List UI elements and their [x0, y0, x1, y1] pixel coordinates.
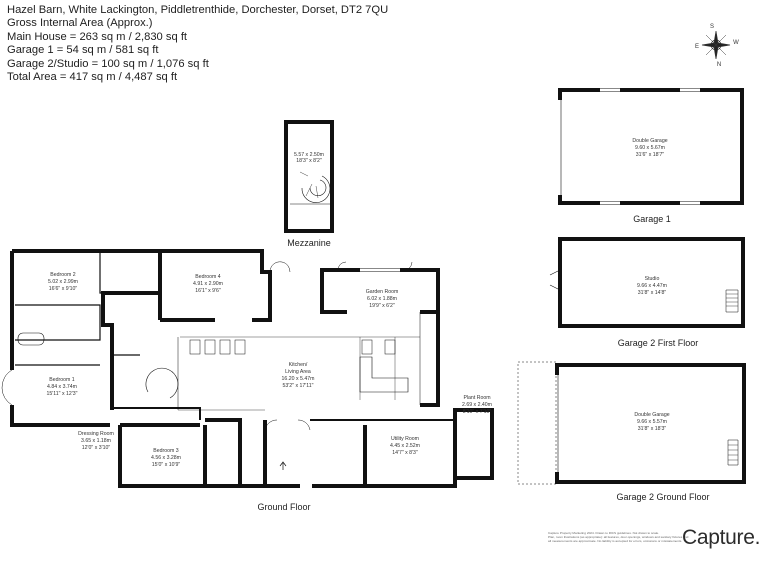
disclaimer: Capture Property Marketing 2024. Drawn t… [548, 531, 728, 543]
garage1-area: Garage 1 = 54 sq m / 581 sq ft [7, 44, 159, 57]
disclaimer-line-3: all measurements are approximate. No lia… [548, 539, 683, 543]
plant-room-dims: 2.69 x 2.40m [462, 402, 492, 408]
bedroom3-imperial: 15'0" x 10'9" [152, 462, 181, 468]
kitchen-dims: 16.20 x 5.47m [282, 376, 315, 382]
plant-room-imperial: 8'10" x 7'10" [463, 409, 492, 415]
capture-logo: Capture. [682, 526, 760, 550]
garden-room-imperial: 19'9" x 6'2" [369, 303, 395, 309]
garage1-caption: Garage 1 [633, 214, 671, 224]
garage2-area: Garage 2/Studio = 100 sq m / 1,076 sq ft [7, 57, 209, 70]
garage2-room-imperial: 31'8" x 18'3" [638, 426, 667, 432]
garage2-ground-floor-caption: Garage 2 Ground Floor [616, 492, 709, 502]
ground-floor-internal-walls [15, 251, 421, 411]
gross-internal-area-label: Gross Internal Area (Approx.) [7, 17, 153, 30]
studio-name: Studio [645, 276, 660, 282]
garage2-first-floor-plan [549, 237, 745, 328]
garage2-first-floor-caption: Garage 2 First Floor [618, 338, 699, 348]
disclaimer-line-1: Capture Property Marketing 2024. Drawn t… [548, 531, 660, 535]
bedroom4-dims: 4.91 x 2.90m [193, 281, 223, 287]
studio-dims: 9.66 x 4.47m [637, 283, 667, 289]
mezzanine-caption: Mezzanine [287, 238, 331, 248]
kitchen-name: Kitchen/ [289, 362, 308, 368]
utility-room-dims: 4.45 x 2.52m [390, 443, 420, 449]
utility-room-name: Utility Room [391, 436, 419, 442]
bedroom2-name: Bedroom 2 [50, 272, 75, 278]
studio-imperial: 31'8" x 14'8" [638, 290, 667, 296]
disclaimer-line-2: Plan, room illustrations (as appropriate… [548, 535, 689, 539]
entrance-arrow-icon [279, 461, 287, 470]
bedroom3-dims: 4.56 x 3.28m [151, 455, 181, 461]
bedroom2-dims: 5.02 x 2.99m [48, 279, 78, 285]
garden-room-dims: 6.02 x 1.88m [367, 296, 397, 302]
kitchen-name-2: Living Area [285, 369, 311, 375]
plan-header: Hazel Barn, White Lackington, Piddletren… [7, 4, 388, 84]
compass-n: N [717, 62, 721, 68]
logo-dot: . [754, 526, 761, 549]
bedroom4-name: Bedroom 4 [195, 274, 220, 280]
garage1-room-dims: 9.60 x 5.67m [635, 145, 665, 151]
utility-room-imperial: 14'7" x 8'3" [392, 450, 418, 456]
dressing-room-name: Dressing Room [78, 431, 114, 437]
bedroom3-name: Bedroom 3 [153, 448, 178, 454]
bedroom1-dims: 4.84 x 3.74m [47, 384, 77, 390]
garage1-plan [558, 88, 744, 205]
door-swings [1, 261, 413, 431]
compass-e: E [695, 44, 699, 50]
garage2-room-name: Double Garage [634, 412, 669, 418]
main-house-area: Main House = 263 sq m / 2,830 sq ft [7, 30, 188, 43]
plant-room-name: Plant Room [463, 395, 490, 401]
bath-icon [17, 332, 45, 346]
compass-w: W [733, 40, 739, 46]
address-line: Hazel Barn, White Lackington, Piddletren… [7, 4, 389, 16]
bedroom2-imperial: 16'6" x 9'10" [49, 286, 78, 292]
garage1-room-imperial: 31'6" x 18'7" [636, 152, 665, 158]
garage2-ground-floor-plan [517, 361, 746, 485]
ground-floor-plan [10, 249, 494, 489]
dressing-room-imperial: 12'0" x 3'10" [82, 445, 111, 451]
mezzanine-dims: 5.57 x 2.50m [294, 152, 324, 158]
dressing-room-dims: 3.65 x 1.18m [81, 438, 111, 444]
mezzanine-plan [284, 120, 334, 233]
ground-floor-caption: Ground Floor [257, 502, 310, 512]
compass-icon [701, 30, 731, 60]
kitchen-imperial: 53'2" x 17'11" [283, 383, 314, 389]
compass-s: S [710, 24, 714, 30]
mezzanine-imperial: 18'3" x 8'2" [296, 158, 322, 164]
bedroom4-imperial: 16'1" x 9'6" [195, 288, 221, 294]
garage2-room-dims: 9.66 x 5.57m [637, 419, 667, 425]
garden-room-name: Garden Room [366, 289, 399, 295]
spiral-stair [145, 367, 179, 399]
bedroom1-imperial: 15'11" x 12'3" [47, 391, 78, 397]
kitchen-island [359, 356, 409, 393]
bedroom1-name: Bedroom 1 [49, 377, 74, 383]
garage1-room-name: Double Garage [632, 138, 667, 144]
total-area: Total Area = 417 sq m / 4,487 sq ft [7, 71, 178, 84]
logo-text: Capture [682, 526, 755, 549]
rooflights [189, 339, 396, 355]
